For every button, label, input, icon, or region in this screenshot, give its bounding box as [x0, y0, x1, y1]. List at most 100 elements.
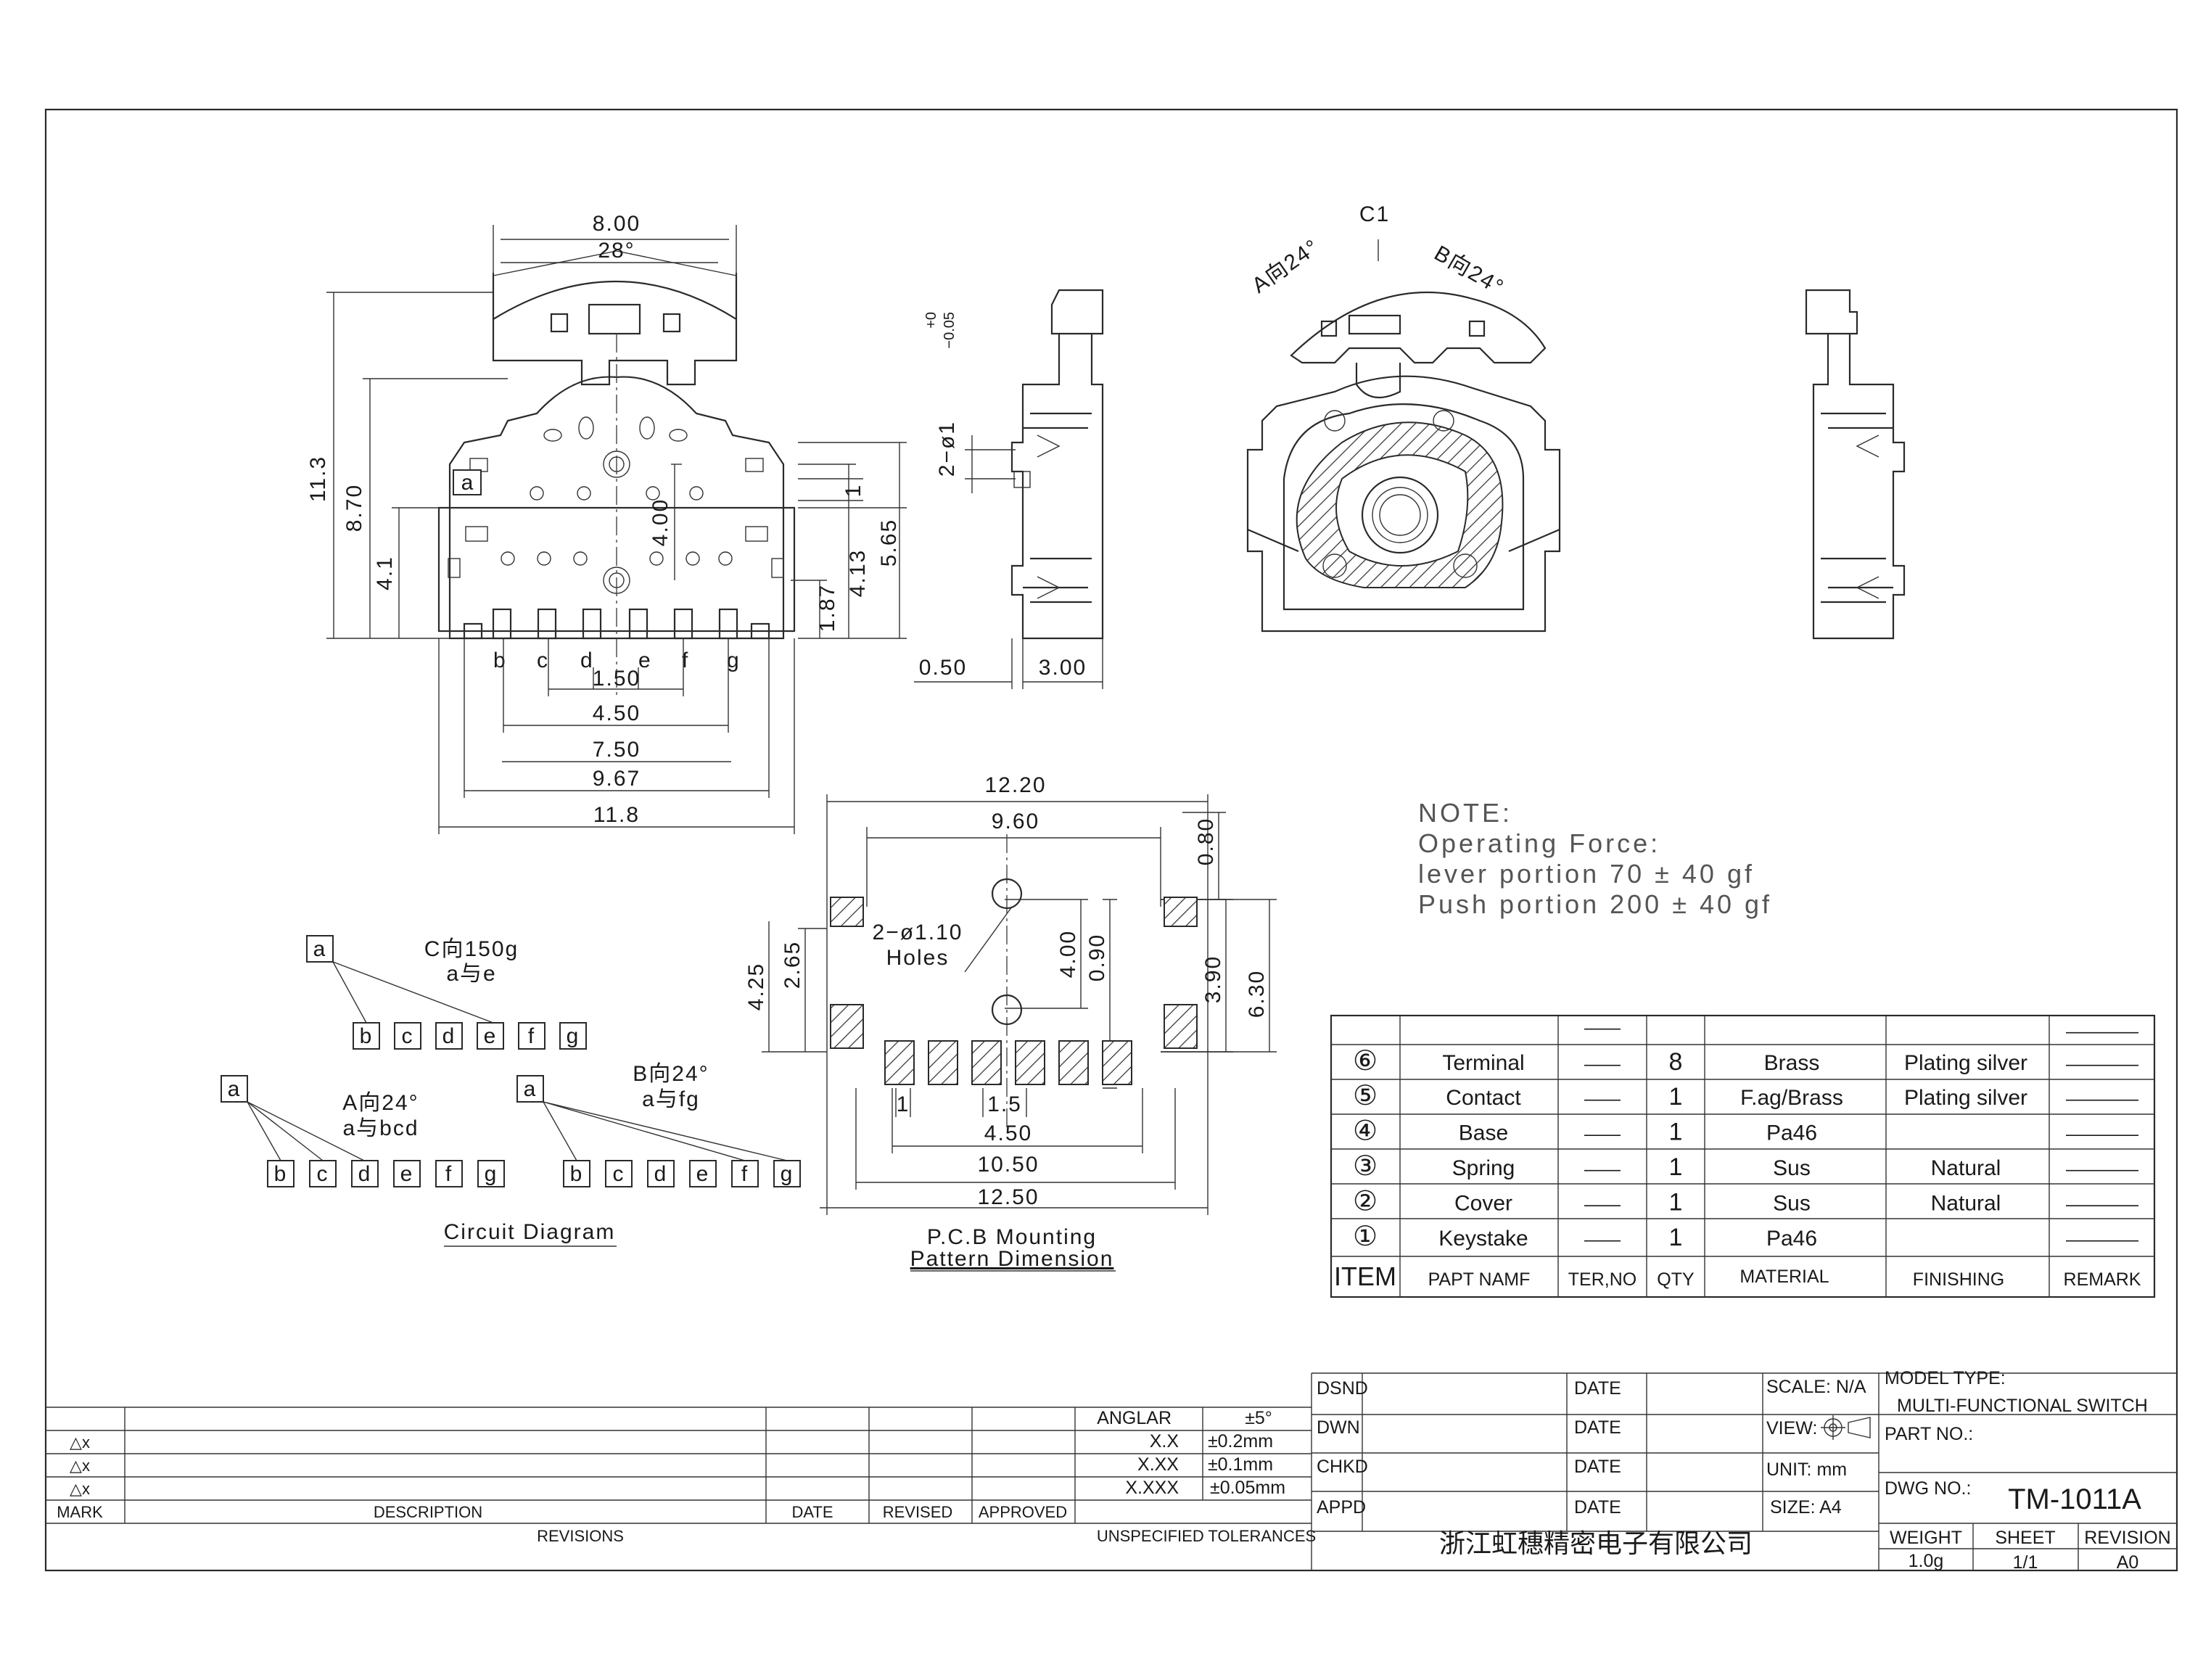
tol-v-3: ±0.05mm — [1210, 1478, 1285, 1498]
pcb-dim-6-30: 6.30 — [1245, 970, 1269, 1018]
note-line1: NOTE: — [1418, 798, 1512, 828]
front-dim-8-70: 8.70 — [342, 484, 366, 532]
pcb-dim-2-65: 2.65 — [781, 941, 804, 989]
bom-row-1-qty: 8 — [1669, 1048, 1683, 1076]
bom-row-1-remark: ———— — [2066, 1054, 2138, 1074]
weight-label: WEIGHT — [1890, 1528, 1962, 1548]
circuit-c-common: a — [313, 937, 327, 961]
circuit-b-f: f — [741, 1162, 749, 1186]
weight-value: 1.0g — [1909, 1551, 1944, 1571]
bom-header: ITEM PAPT NAMF TER,NO QTY MATERIAL FINIS… — [1334, 1261, 2141, 1291]
bom-row-6-part: Keystake — [1438, 1227, 1528, 1251]
bom-row-6-qty: 1 — [1669, 1224, 1683, 1251]
front-dim-1: 1 — [841, 484, 865, 498]
bom-row-5-no: ② — [1353, 1186, 1378, 1216]
bom-header-finishing: FINISHING — [1913, 1269, 2004, 1290]
tolerances-title: UNSPECIFIED TOLERANCES — [1097, 1527, 1316, 1545]
tol-v-2: ±0.1mm — [1208, 1454, 1273, 1475]
circuit-a-caption1: A向24° — [342, 1091, 419, 1115]
signoff-date-3: DATE — [1574, 1457, 1621, 1477]
rear-a-dir: A向24° — [1248, 234, 1324, 297]
circuit-a-terminals: b c d e f g — [267, 1160, 505, 1187]
signoff-unit: UNIT: mm — [1766, 1459, 1847, 1480]
model-type: MULTI-FUNCTIONAL SWITCH — [1897, 1396, 2148, 1416]
company-name: 浙江虹穗精密电子有限公司 — [1439, 1528, 1753, 1558]
circuit-b-common: a — [524, 1077, 538, 1101]
note-line4: Push portion 200 ± 40 gf — [1418, 889, 1772, 919]
pcb-title-line1: P.C.B Mounting — [927, 1225, 1097, 1249]
pcb-dim-4-50: 4.50 — [984, 1121, 1032, 1145]
pcb-dim-4-25: 4.25 — [744, 963, 768, 1010]
rev-header-description: DESCRIPTION — [374, 1503, 482, 1521]
front-terminal-b: b — [493, 648, 507, 672]
pcb-dim-12-50: 12.50 — [977, 1185, 1039, 1209]
bom-row-6-remark: ———— — [2066, 1230, 2138, 1250]
sheet-value: 1/1 — [2013, 1552, 2038, 1573]
bom-header-item: ITEM — [1334, 1261, 1396, 1291]
circuit-c-caption2: a与e — [446, 962, 496, 986]
bom-row-2-remark: ———— — [2066, 1089, 2138, 1109]
bom-row-6-no: ① — [1353, 1222, 1378, 1252]
side-dim-3-00: 3.00 — [1039, 656, 1087, 680]
bom-row-6-terno: —— — [1584, 1230, 1621, 1250]
bom-row-1-part: Terminal — [1442, 1051, 1524, 1075]
pcb-dim-0-80: 0.80 — [1194, 818, 1218, 865]
signoff-role-appd: APPD — [1317, 1497, 1366, 1518]
front-terminal-g: g — [727, 648, 741, 672]
circuit-c-d: d — [442, 1024, 456, 1048]
circuit-b-b: b — [570, 1162, 584, 1186]
projection-symbol-icon — [1821, 1415, 1871, 1440]
circuit-title: Circuit Diagram — [444, 1220, 616, 1244]
circuit-a-d: d — [358, 1162, 372, 1186]
bom-row-3-remark: ———— — [2066, 1124, 2138, 1145]
circuit-c-caption1: C向150g — [424, 937, 519, 961]
rear-view: C1 A向24° B向24° — [1246, 202, 1561, 633]
front-dim-4-00: 4.00 — [649, 498, 672, 546]
rev-header-revised: REVISED — [883, 1503, 953, 1521]
circuit-a-b: b — [274, 1162, 288, 1186]
sheet-border — [44, 108, 2178, 1572]
bom-header-material: MATERIAL — [1739, 1267, 1829, 1287]
bom-row-2-finishing: Plating silver — [1904, 1086, 2027, 1110]
tol-k-2: X.XX — [1137, 1454, 1179, 1475]
bom-header-qty: QTY — [1657, 1269, 1695, 1290]
revision-value: A0 — [2117, 1552, 2139, 1573]
bom-row-4-no: ③ — [1353, 1151, 1378, 1182]
side-hole-tol-upper: +0 — [923, 312, 939, 329]
front-terminal-e: e — [638, 648, 652, 672]
bom-row-5-remark: ———— — [2066, 1194, 2138, 1214]
front-dim-1-87: 1.87 — [815, 584, 839, 632]
circuit-a-common: a — [228, 1077, 242, 1101]
signoff-size: SIZE: A4 — [1770, 1497, 1842, 1518]
pcb-dim-4-00: 4.00 — [1056, 930, 1080, 978]
signoff-date-2: DATE — [1574, 1417, 1621, 1438]
bom-row-6-material: Pa46 — [1766, 1227, 1817, 1251]
bom-row-4-terno: —— — [1584, 1159, 1621, 1179]
signoff-date-4: DATE — [1574, 1497, 1621, 1518]
circuit-c-c: c — [402, 1024, 414, 1048]
revision-label: REVISION — [2084, 1528, 2170, 1548]
bom-header-terno: TER,NO — [1568, 1269, 1636, 1290]
rear-b-dir: B向24° — [1430, 241, 1509, 300]
front-dim-7-50: 7.50 — [593, 738, 641, 762]
circuit-b-caption2: a与fg — [642, 1087, 700, 1111]
bom-row-5-part: Cover — [1454, 1191, 1512, 1215]
bom-row-1-finishing: Plating silver — [1904, 1051, 2027, 1075]
pcb-dim-12-20: 12.20 — [984, 773, 1046, 797]
bom-row-1-material: Brass — [1764, 1051, 1820, 1075]
circuit-b-e: e — [696, 1162, 710, 1186]
circuit-b-terminals: b c d e f g — [563, 1160, 801, 1187]
rev-row-mark-3: △x — [70, 1480, 90, 1498]
title-block: △x △x △x MARK DESCRIPTION DATE REVISED A… — [46, 1368, 2177, 1573]
rev-row-mark-1: △x — [70, 1433, 90, 1452]
pcb-dim-10-50: 10.50 — [977, 1153, 1039, 1177]
bom-row-3-no: ④ — [1353, 1116, 1378, 1147]
circuit-c-f: f — [528, 1024, 535, 1048]
circuit-a-c: c — [317, 1162, 329, 1186]
circuit-b-c: c — [613, 1162, 625, 1186]
circuit-a-g: g — [485, 1162, 498, 1186]
front-dim-9-67: 9.67 — [593, 767, 641, 791]
bom-row-4-qty: 1 — [1669, 1153, 1683, 1181]
signoff-view: VIEW: — [1766, 1418, 1817, 1438]
side-hole-tol-lower: −0.05 — [942, 312, 958, 349]
